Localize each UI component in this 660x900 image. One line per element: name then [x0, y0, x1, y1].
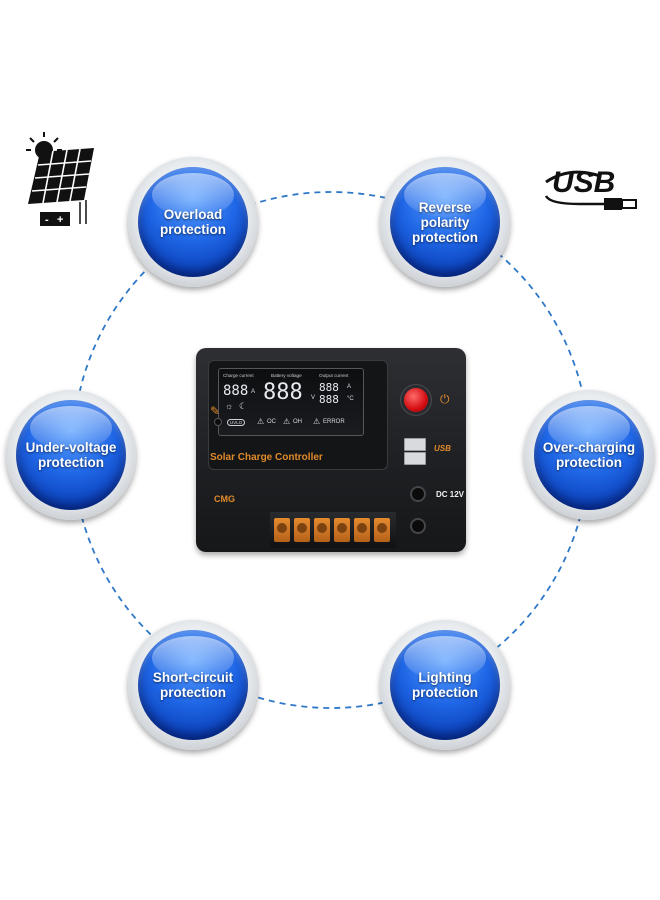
led-indicator-icon: ✎ — [210, 404, 221, 418]
lcd-screen: Charge current Battery voltage Output cu… — [218, 368, 364, 436]
badge-label: Lighting protection — [412, 670, 478, 700]
lcd-unit-c: °C — [347, 396, 354, 402]
power-icon: ⏻ — [440, 392, 450, 406]
badge-label: Short-circuit protection — [152, 670, 234, 700]
lcd-unit-a2: A — [347, 384, 352, 390]
lcd-oh-indicator: OH — [293, 419, 302, 425]
dc-output-label: DC 12V — [436, 490, 465, 499]
lcd-battery-digits: 888 — [263, 380, 303, 405]
solar-charge-controller: Charge current Battery voltage Output cu… — [190, 344, 472, 556]
usb-port-label: USB — [434, 444, 451, 453]
terminal-slot[interactable] — [354, 518, 370, 542]
terminal-slot[interactable] — [374, 518, 390, 542]
moon-icon: ☾ — [239, 401, 248, 411]
badge-label: Overload protection — [160, 207, 226, 237]
lcd-battery-voltage-label: Battery voltage — [271, 373, 302, 378]
lcd-charge-current-label: Charge current — [223, 373, 254, 378]
lcd-unit-a: A — [251, 389, 256, 395]
wiring-terminal-block — [270, 512, 396, 548]
warning-icon: ⚠ — [313, 417, 321, 426]
lcd-output-digits: 888 — [319, 381, 339, 394]
led-indicator — [214, 418, 222, 426]
badge-label: Under-voltage protection — [25, 440, 117, 470]
warning-icon: ⚠ — [283, 417, 291, 426]
badge-reverse-polarity-protection: Reverse polarity protection — [380, 157, 510, 287]
warning-icon: ⚠ — [257, 417, 265, 426]
terminal-slot[interactable] — [314, 518, 330, 542]
badge-label: Over-charging protection — [542, 440, 636, 470]
lcd-temp-digits: 888 — [319, 393, 339, 406]
lcd-output-current-label: Output current — [319, 373, 349, 378]
usb-port-1[interactable] — [404, 438, 426, 451]
badge-lighting-protection: Lighting protection — [380, 620, 510, 750]
usb-logo-icon: USB — [540, 160, 652, 218]
dc-jack-2[interactable] — [410, 518, 426, 534]
badge-overload-protection: Overload protection — [128, 157, 258, 287]
device-brand: CMG — [214, 494, 235, 504]
dc-jack-1[interactable] — [410, 486, 426, 502]
battery-plus: + — [57, 214, 63, 226]
sun-icon: ☼ — [225, 401, 234, 411]
lcd-oc-indicator: OC — [267, 419, 276, 425]
terminal-slot[interactable] — [294, 518, 310, 542]
badge-short-circuit-protection: Short-circuit protection — [128, 620, 258, 750]
terminal-slot[interactable] — [334, 518, 350, 542]
battery-minus: - — [45, 214, 49, 226]
badge-label: Reverse polarity protection — [412, 199, 478, 245]
device-title: Solar Charge Controller — [210, 452, 323, 463]
usb-logo-text: USB — [552, 166, 615, 199]
badge-over-charging-protection: Over-charging protection — [524, 390, 654, 520]
badge-under-voltage-protection: Under-voltage protection — [6, 390, 136, 520]
solar-panel-icon: - + — [22, 128, 100, 232]
usb-port-2[interactable] — [404, 452, 426, 465]
power-button[interactable] — [404, 388, 428, 412]
lcd-unit-v: V — [311, 395, 316, 401]
lcd-charge-digits: 888 — [223, 383, 249, 399]
terminal-slot[interactable] — [274, 518, 290, 542]
lcd-error-indicator: ERROR — [323, 419, 345, 425]
lcd-uvlo-indicator: UVLO — [227, 419, 246, 426]
